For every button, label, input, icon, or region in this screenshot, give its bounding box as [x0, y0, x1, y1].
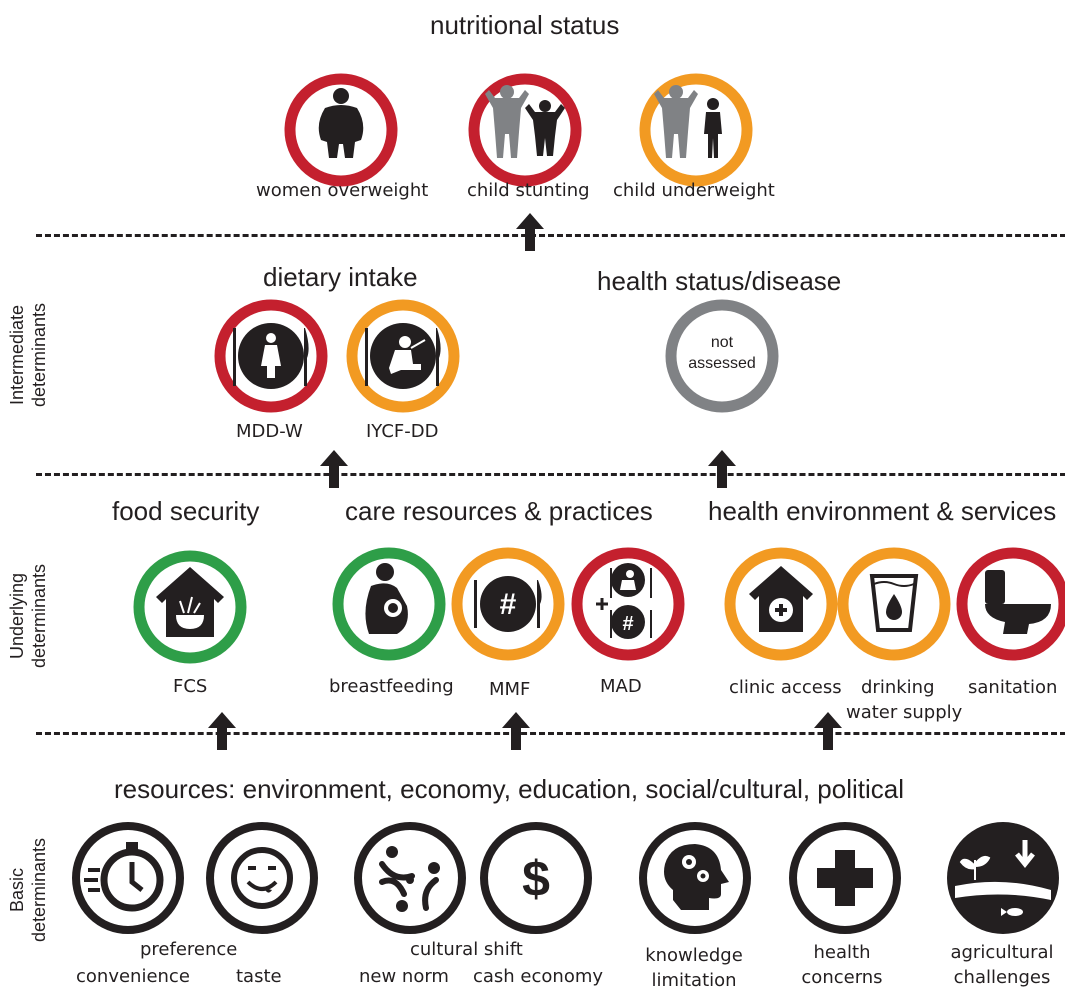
- child-underweight-label: child underweight: [613, 180, 775, 201]
- cash-economy-icon: $: [480, 822, 592, 934]
- clinic-access-icon: [724, 547, 838, 661]
- intermediate-side-label: Intermediate determinants: [7, 302, 49, 408]
- mad-icon: #: [571, 547, 685, 661]
- cultural-shift-label: cultural shift: [410, 939, 523, 960]
- arrow-up-icon: [208, 712, 236, 750]
- health-cross-icon: [789, 822, 901, 934]
- child-underweight-icon: [639, 73, 753, 187]
- arrow-up-icon: [516, 213, 544, 251]
- sanitation-icon: [956, 547, 1065, 661]
- fcs-label: FCS: [173, 676, 208, 697]
- divider: [36, 473, 1065, 476]
- mdd-w-icon: [214, 299, 328, 413]
- dietary-intake-title: dietary intake: [263, 262, 418, 292]
- health-concerns-label: health concerns: [801, 942, 883, 988]
- arrow-up-icon: [814, 712, 842, 750]
- svg-text:#: #: [500, 588, 517, 621]
- cash-economy-label: cash economy: [473, 966, 604, 987]
- fcs-house-icon: [133, 550, 247, 664]
- mmf-label: MMF: [489, 679, 531, 700]
- svg-text:#: #: [622, 613, 633, 635]
- arrow-up-icon: [502, 712, 530, 750]
- breastfeeding-label: breastfeeding: [329, 676, 454, 697]
- agriculture-icon: [947, 822, 1059, 934]
- drinking-label: drinking: [861, 677, 935, 698]
- preference-label: preference: [140, 939, 238, 960]
- taste-label: taste: [236, 966, 282, 987]
- water-supply-label: water supply: [846, 702, 963, 723]
- divider: [36, 732, 1065, 735]
- basic-side-label: Basic determinants: [7, 837, 49, 943]
- child-stunting-icon: [468, 73, 582, 187]
- convenience-label: convenience: [76, 966, 190, 987]
- mdd-w-label: MDD-W: [236, 421, 303, 442]
- resources-title: resources: environment, economy, educati…: [114, 774, 905, 804]
- iycf-dd-icon: [346, 299, 460, 413]
- nutritional-status-title: nutritional status: [430, 10, 620, 40]
- arrow-up-icon: [320, 450, 348, 488]
- not-assessed-label: not assessed: [688, 334, 756, 372]
- not-assessed-icon: [665, 299, 779, 413]
- sanitation-label: sanitation: [968, 677, 1058, 698]
- clinic-access-label: clinic access: [729, 677, 842, 698]
- breastfeeding-icon: [332, 547, 446, 661]
- women-overweight-icon: [284, 73, 398, 187]
- divider: [36, 234, 1065, 237]
- arrow-up-icon: [708, 450, 736, 488]
- underlying-side-label: Underlying determinants: [7, 563, 49, 669]
- drinking-water-icon: [837, 547, 951, 661]
- mmf-icon: #: [451, 547, 565, 661]
- iycf-dd-label: IYCF-DD: [366, 421, 439, 442]
- mad-label: MAD: [600, 676, 642, 697]
- child-stunting-label: child stunting: [467, 180, 590, 201]
- health-status-title: health status/disease: [597, 266, 842, 296]
- agricultural-challenges-label: agricultural challenges: [950, 942, 1054, 988]
- care-resources-title: care resources & practices: [345, 496, 653, 526]
- food-security-title: food security: [112, 496, 260, 526]
- svg-text:$: $: [522, 851, 550, 907]
- women-overweight-label: women overweight: [256, 180, 429, 201]
- cultural-shift-icon: [354, 822, 466, 934]
- stopwatch-icon: [72, 822, 184, 934]
- knowledge-head-icon: [639, 822, 751, 934]
- new-norm-label: new norm: [359, 966, 449, 987]
- health-environment-title: health environment & services: [708, 496, 1057, 526]
- taste-smile-icon: [206, 822, 318, 934]
